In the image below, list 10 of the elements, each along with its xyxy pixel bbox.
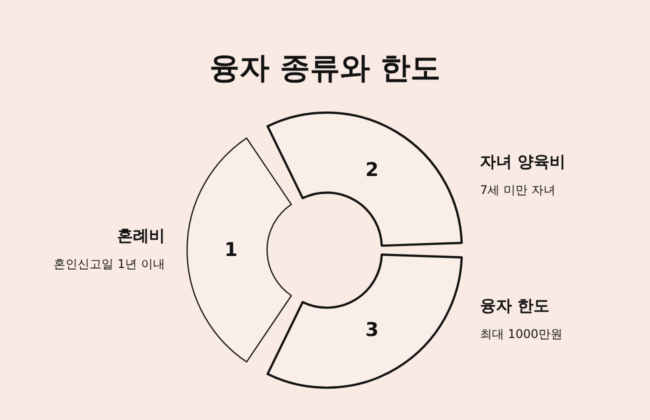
segment-heading: 자녀 양육비 [480,152,566,172]
segment-number: 2 [364,160,380,180]
segment-number: 1 [223,240,239,260]
segment-description: 7세 미만 자녀 [480,182,556,198]
segment-heading: 혼례비 [117,226,165,246]
segment-description: 최대 1000만원 [480,326,562,342]
segment-number: 3 [364,320,380,340]
segment-description: 혼인신고일 1년 이내 [54,256,165,272]
title: 융자 종류와 한도 [208,50,442,88]
segment-heading: 융자 한도 [480,296,550,316]
